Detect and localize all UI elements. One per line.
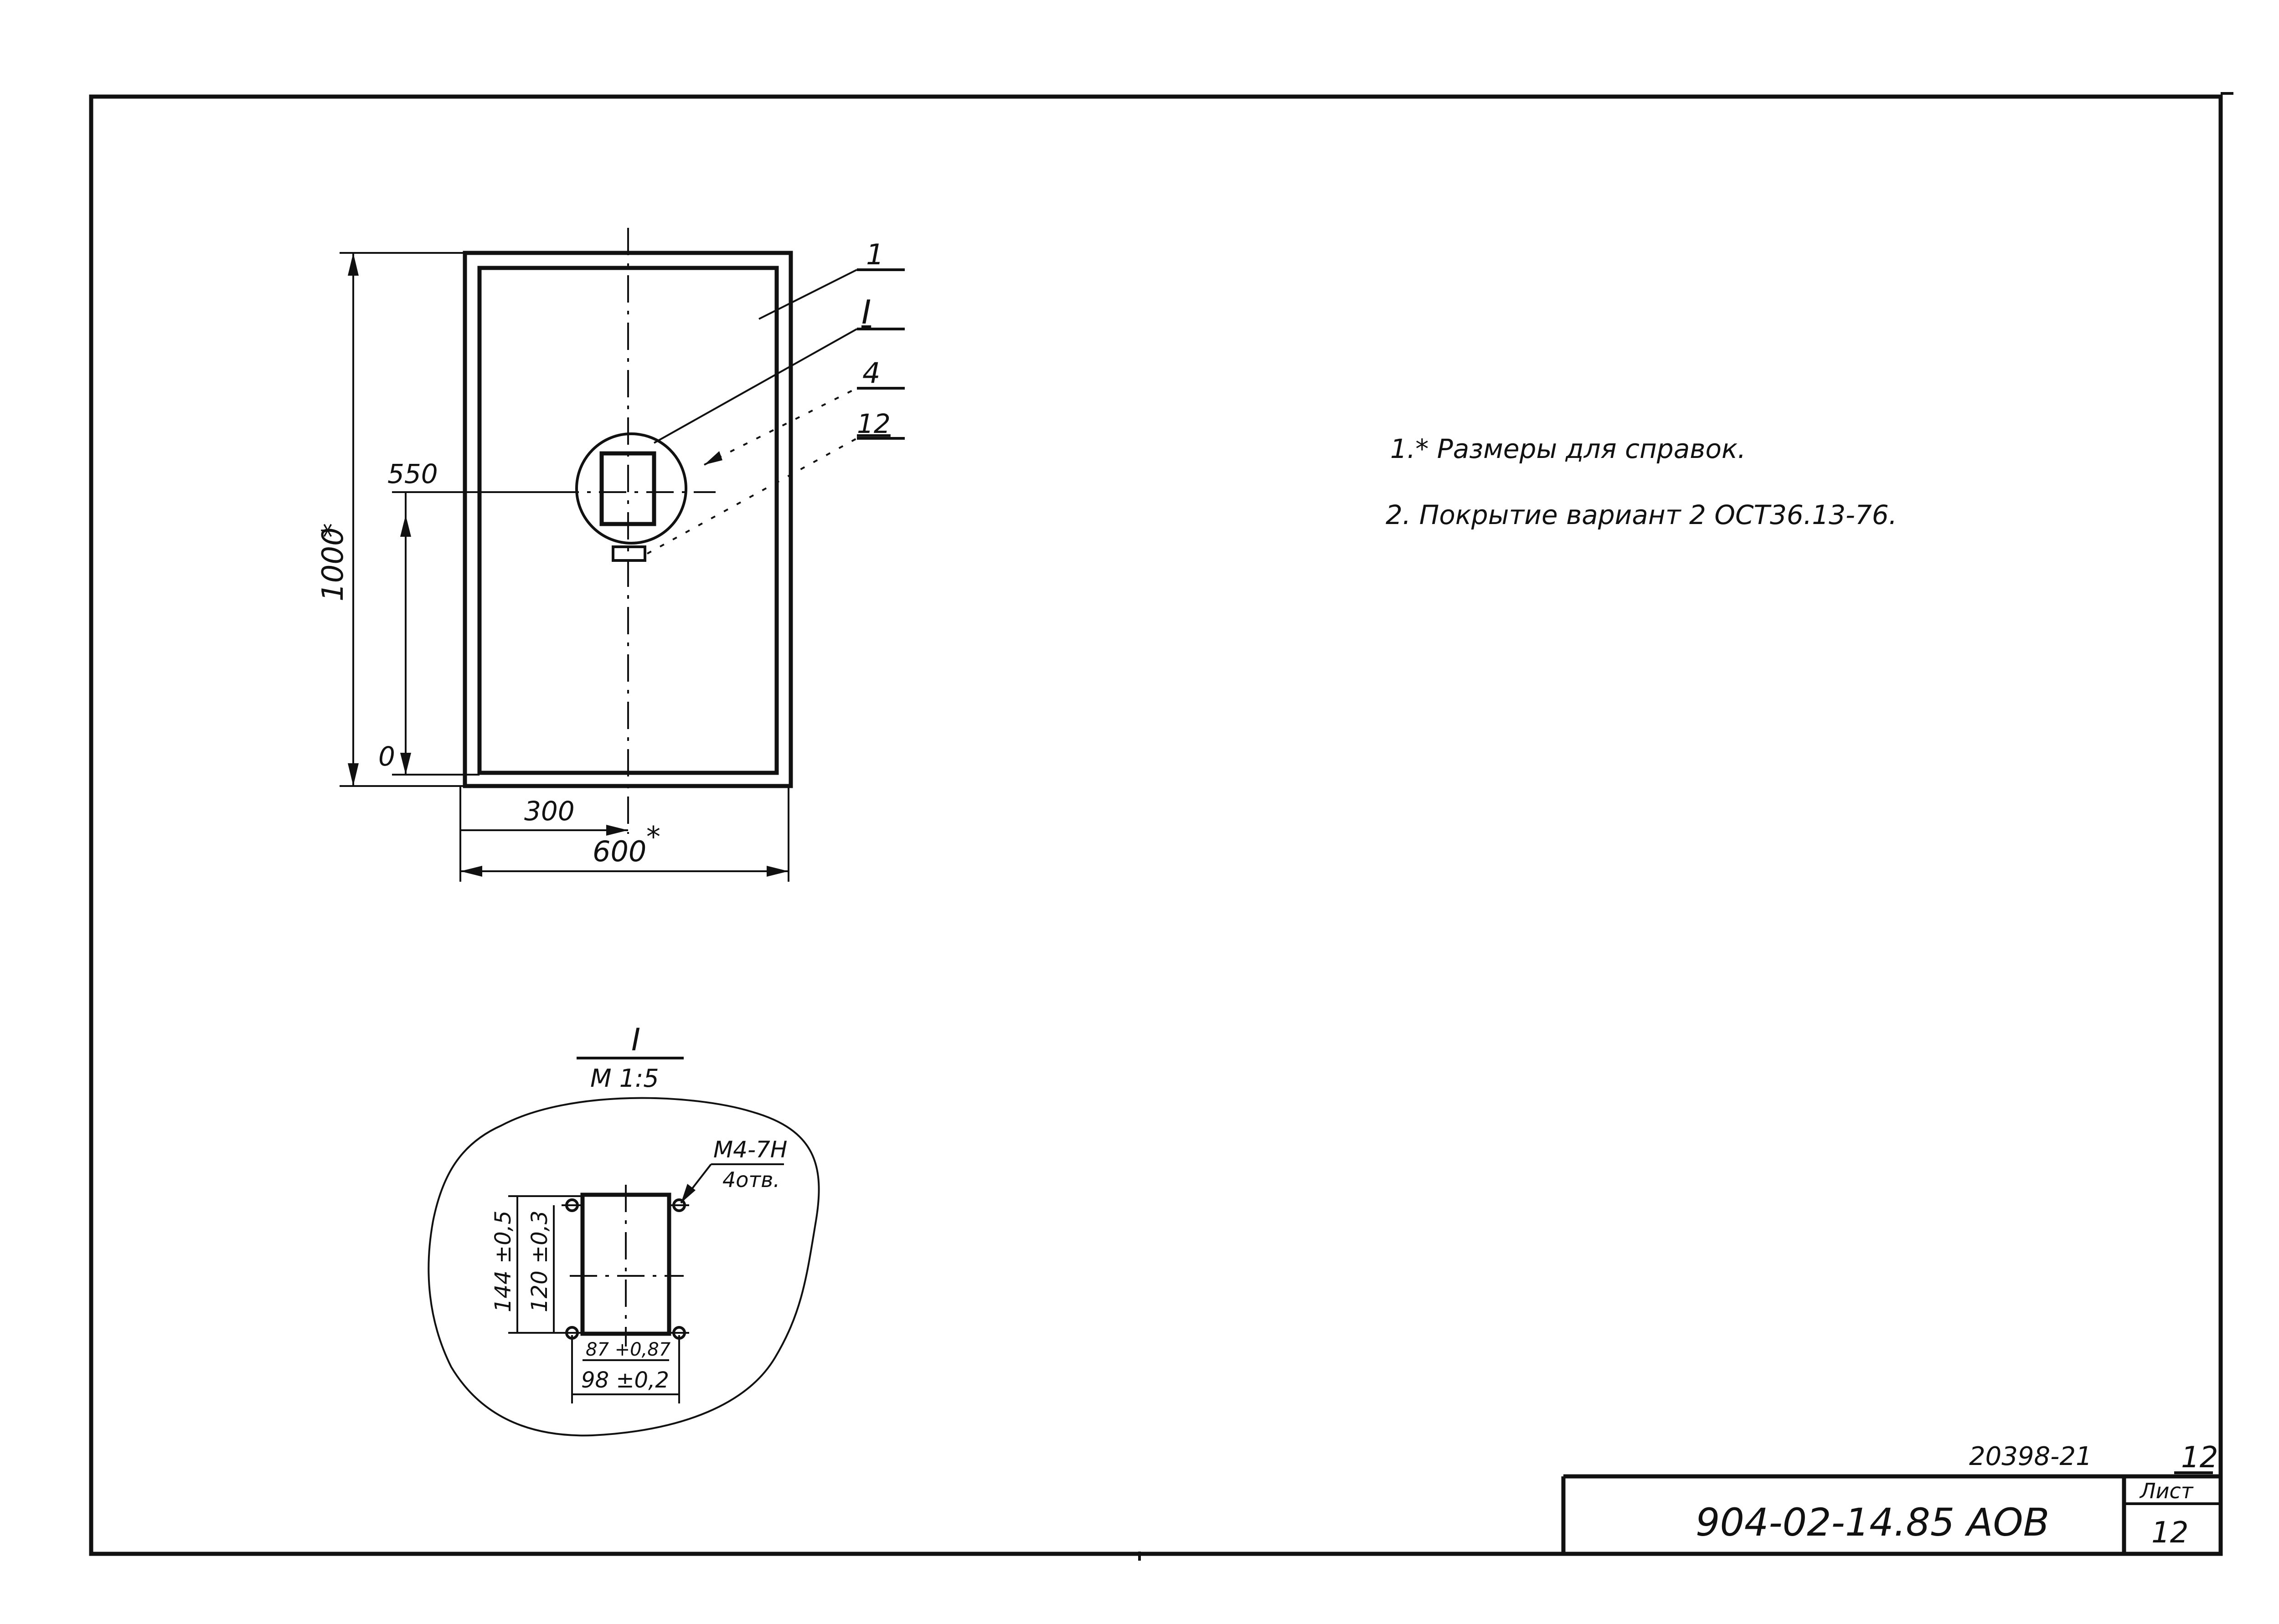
dim-height-mark: * <box>316 523 350 538</box>
stamp-number: 20398-21 <box>1969 1442 2092 1471</box>
callout-label-1: 1 <box>866 238 884 271</box>
dim-level-arrow-top <box>400 515 411 537</box>
dim-height-arrow-bottom <box>348 763 359 786</box>
sheet-number-top: 12 <box>2181 1441 2218 1475</box>
sheet-number: 12 <box>2151 1516 2188 1550</box>
callout-label-I: I <box>861 293 871 331</box>
detail-cutout <box>580 1192 671 1336</box>
leader-12 <box>647 437 857 555</box>
note-2: 2. Покрытие вариант 2 ОСТ36.13-76. <box>1386 499 1897 530</box>
sheet-label: Лист <box>2139 1479 2194 1503</box>
main-view: 1 I 4 12 1000 * 550 0 300 600 * <box>316 228 905 882</box>
dim-width-arrow-left <box>460 866 482 877</box>
detail-scale: М 1:5 <box>590 1064 659 1093</box>
callout-label-12: 12 <box>857 408 891 439</box>
leader-1 <box>758 269 857 320</box>
drawing-frame <box>89 94 2223 1556</box>
dim-level-arrow-bottom <box>400 753 411 775</box>
dim-outer-height-value: 144 ±0,5 <box>490 1211 516 1312</box>
dim-inner-width-value: 87 +0,87 <box>586 1339 671 1360</box>
item-12-bracket <box>612 545 646 562</box>
dim-outer-width-value: 98 ±0,2 <box>581 1367 669 1393</box>
note-1: 1.* Размеры для справок. <box>1390 433 1746 464</box>
detail-breakout-outline <box>428 1097 820 1437</box>
dim-width-arrow-right <box>767 866 789 877</box>
dim-height-arrow-top <box>348 253 359 276</box>
dim-level-0: 0 <box>378 741 395 772</box>
dim-half-width-arrow <box>606 825 628 836</box>
dim-level-550: 550 <box>387 458 438 489</box>
callout-label-4: 4 <box>862 356 880 390</box>
document-code: 904-02-14.85 АОВ <box>1696 1500 2049 1545</box>
holes-label: 4отв. <box>722 1167 780 1192</box>
dim-width-value: 600 <box>593 835 646 868</box>
title-block: 20398-21 12 904-02-14.85 АОВ Лист 12 <box>1561 1441 2221 1554</box>
dim-width-mark: * <box>646 820 660 853</box>
leader-4 <box>704 387 857 466</box>
dim-half-width-value: 300 <box>524 796 575 827</box>
leader-I <box>654 328 857 444</box>
detail-title: I <box>631 1022 640 1058</box>
thread-leader-arrow <box>681 1184 696 1203</box>
dim-inner-height-value: 120 ±0,3 <box>527 1211 552 1312</box>
detail-view: I М 1:5 М4-7Н 4отв. 144 ±0,5 120 ±0,3 <box>428 1022 820 1437</box>
device-opening <box>599 451 656 526</box>
arrow-4 <box>704 451 722 465</box>
dim-height-value: 1000 <box>316 527 350 601</box>
thread-label: М4-7Н <box>713 1136 787 1163</box>
detail-circle-I <box>575 432 687 545</box>
